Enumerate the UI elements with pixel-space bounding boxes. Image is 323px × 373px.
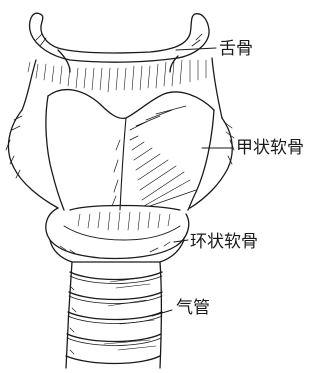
- hyoid-leader: [176, 48, 216, 50]
- trachea: [66, 262, 162, 368]
- cricoid-cartilage: [46, 208, 189, 262]
- cricothyroid-membrane: [70, 206, 180, 231]
- trachea-label: 气管: [176, 300, 210, 317]
- thyrohyoid-membrane: [22, 58, 222, 118]
- cricoid-cartilage-label: 环状软骨: [190, 234, 258, 251]
- hyoid-label: 舌骨: [219, 41, 253, 58]
- thyroid-cartilage-label: 甲状软骨: [236, 140, 304, 157]
- thyroid-cartilage: [6, 90, 234, 210]
- hyoid-bone: [30, 13, 209, 72]
